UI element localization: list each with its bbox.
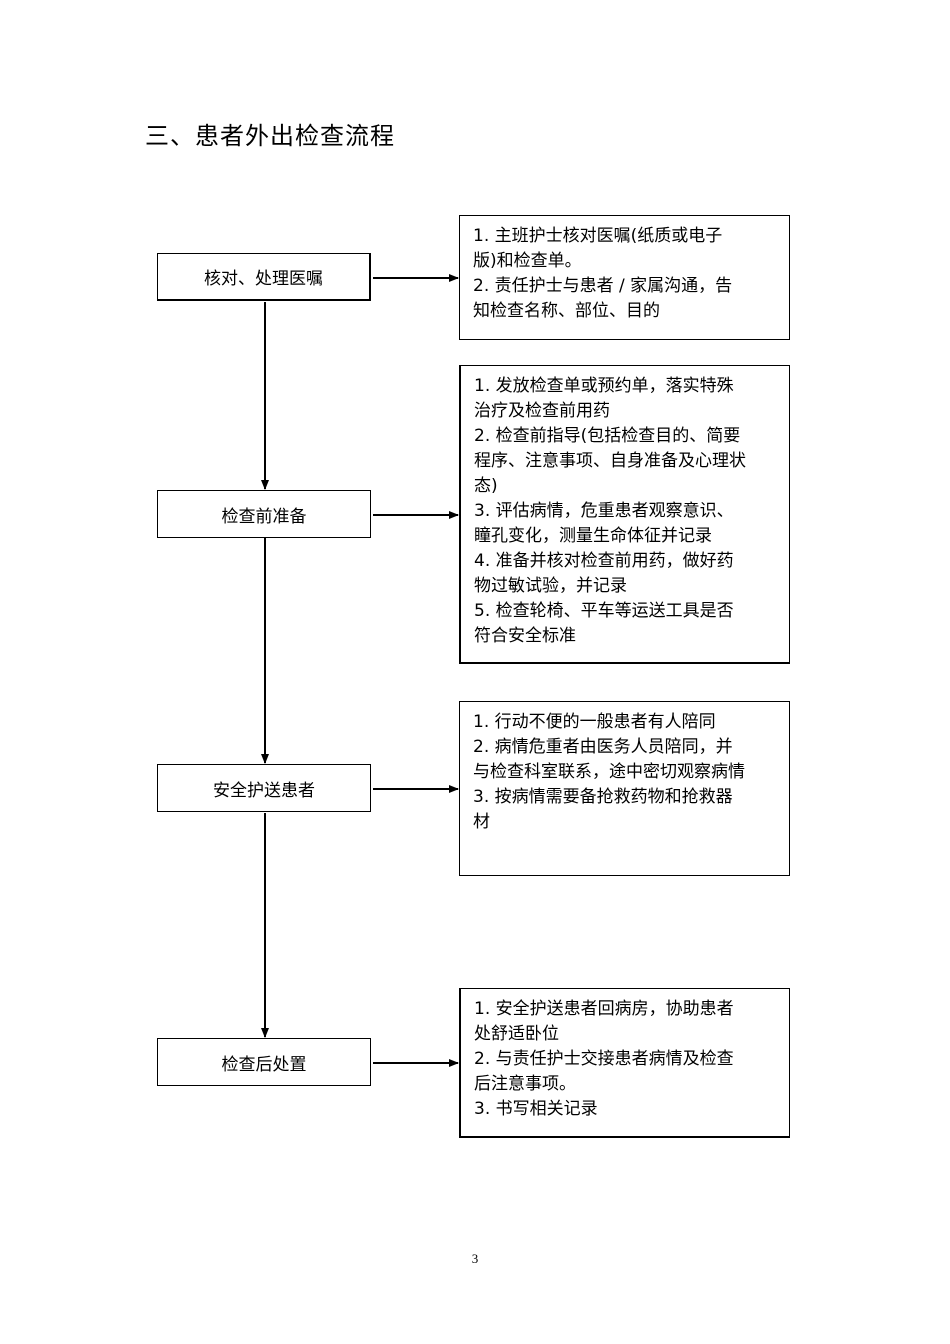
detail-line: 2. 检查前指导(包括检查目的、简要 xyxy=(474,426,741,446)
detail-line: 后注意事项。 xyxy=(474,1074,576,1094)
detail-line: 处舒适卧位 xyxy=(474,1024,559,1044)
step-verify-orders: 核对、处理医嘱 xyxy=(157,253,371,301)
page-number: 3 xyxy=(471,1251,479,1266)
step-label: 检查后处置 xyxy=(221,1054,307,1075)
detail-box-verify-orders: 1. 主班护士核对医嘱(纸质或电子 版)和检查单。 2. 责任护士与患者 / 家… xyxy=(459,215,790,340)
detail-line: 材 xyxy=(473,812,490,832)
detail-line: 符合安全标准 xyxy=(474,626,576,646)
step-label: 检查前准备 xyxy=(221,506,307,527)
step-post-exam-handling: 检查后处置 xyxy=(157,1038,371,1086)
detail-line: 1. 行动不便的一般患者有人陪同 xyxy=(473,712,716,732)
step-label: 核对、处理医嘱 xyxy=(204,269,323,289)
detail-line: 2. 病情危重者由医务人员陪同，并 xyxy=(473,737,733,757)
detail-line: 2. 与责任护士交接患者病情及检查 xyxy=(474,1049,734,1069)
detail-line: 3. 书写相关记录 xyxy=(474,1099,598,1119)
detail-line: 物过敏试验，并记录 xyxy=(474,576,627,596)
detail-line: 1. 主班护士核对医嘱(纸质或电子 xyxy=(473,226,723,246)
detail-line: 治疗及检查前用药 xyxy=(474,401,610,421)
detail-line: 版)和检查单。 xyxy=(473,251,582,271)
detail-line: 态) xyxy=(474,476,498,496)
page-title: 三、患者外出检查流程 xyxy=(145,122,395,150)
detail-line: 4. 准备并核对检查前用药，做好药 xyxy=(474,551,734,571)
step-pre-exam-preparation: 检查前准备 xyxy=(157,490,371,538)
detail-box-post-exam-handling: 1. 安全护送患者回病房，协助患者 处舒适卧位 2. 与责任护士交接患者病情及检… xyxy=(459,988,790,1138)
step-escort-patient: 安全护送患者 xyxy=(157,764,371,812)
detail-box-escort-patient: 1. 行动不便的一般患者有人陪同 2. 病情危重者由医务人员陪同，并 与检查科室… xyxy=(459,701,790,876)
detail-line: 3. 评估病情，危重患者观察意识、 xyxy=(474,501,734,521)
detail-line: 与检查科室联系，途中密切观察病情 xyxy=(473,762,745,782)
detail-line: 瞳孔变化，测量生命体征并记录 xyxy=(474,526,712,546)
detail-line: 知检查名称、部位、目的 xyxy=(473,301,660,321)
detail-line: 程序、注意事项、自身准备及心理状 xyxy=(474,451,746,471)
detail-line: 1. 发放检查单或预约单，落实特殊 xyxy=(474,376,734,396)
detail-line: 5. 检查轮椅、平车等运送工具是否 xyxy=(474,601,734,621)
detail-line: 3. 按病情需要备抢救药物和抢救器 xyxy=(473,787,733,807)
detail-line: 1. 安全护送患者回病房，协助患者 xyxy=(474,999,734,1019)
detail-box-pre-exam-preparation: 1. 发放检查单或预约单，落实特殊 治疗及检查前用药 2. 检查前指导(包括检查… xyxy=(459,365,790,664)
step-label: 安全护送患者 xyxy=(213,780,315,801)
detail-line: 2. 责任护士与患者 / 家属沟通，告 xyxy=(473,276,733,296)
